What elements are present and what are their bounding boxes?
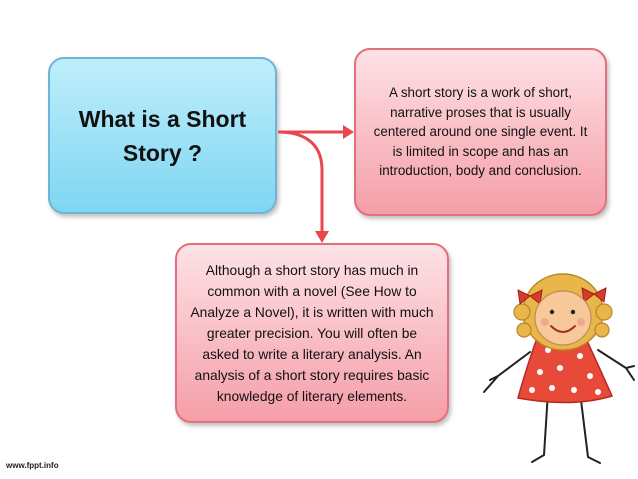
question-box: What is a Short Story ? (48, 57, 277, 214)
definition-box: A short story is a work of short, narrat… (354, 48, 607, 216)
arrow-head-right-icon (343, 125, 354, 139)
novel-comparison-text: Although a short story has much in commo… (190, 262, 434, 404)
girl-doll-illustration (483, 273, 635, 464)
arrow-head-down-icon (315, 231, 329, 243)
footer-watermark: www.fppt.info (6, 461, 59, 470)
arrow-to-novel (277, 130, 324, 232)
definition-text: A short story is a work of short, narrat… (373, 85, 588, 179)
question-title: What is a Short Story ? (78, 105, 247, 166)
novel-comparison-box: Although a short story has much in commo… (175, 243, 449, 423)
